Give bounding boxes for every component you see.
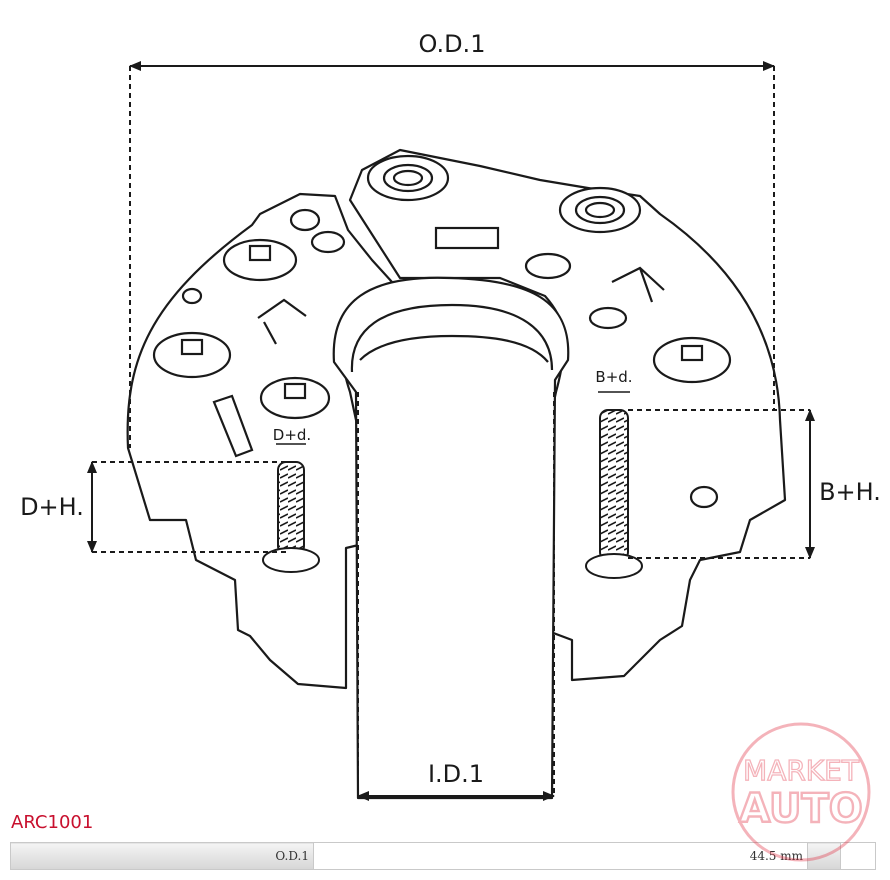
bh-label: B+H.	[819, 478, 881, 506]
spec-value: 44.5 mm	[313, 842, 808, 870]
dimension-lines	[87, 61, 815, 801]
dd-label: D+d.	[273, 426, 311, 444]
dh-label: D+H.	[20, 493, 84, 521]
rectifier-body	[126, 148, 787, 800]
bd-label: B+d.	[595, 368, 632, 386]
id-label: I.D.1	[428, 760, 484, 788]
threaded-bolts	[262, 409, 643, 579]
logo-line-1: MARKET	[743, 754, 860, 787]
terminal-holes	[152, 154, 732, 509]
market-auto-logo: MARKET AUTO	[731, 722, 871, 862]
spec-blank	[807, 842, 841, 870]
spec-table: O.D.1 44.5 mm	[10, 842, 876, 870]
spec-row: O.D.1 44.5 mm	[10, 842, 876, 870]
spec-label: O.D.1	[10, 842, 314, 870]
part-code: ARC1001	[11, 812, 94, 833]
spec-blank-end	[840, 842, 876, 870]
logo-line-2: AUTO	[739, 786, 863, 832]
od-label: O.D.1	[419, 30, 486, 58]
